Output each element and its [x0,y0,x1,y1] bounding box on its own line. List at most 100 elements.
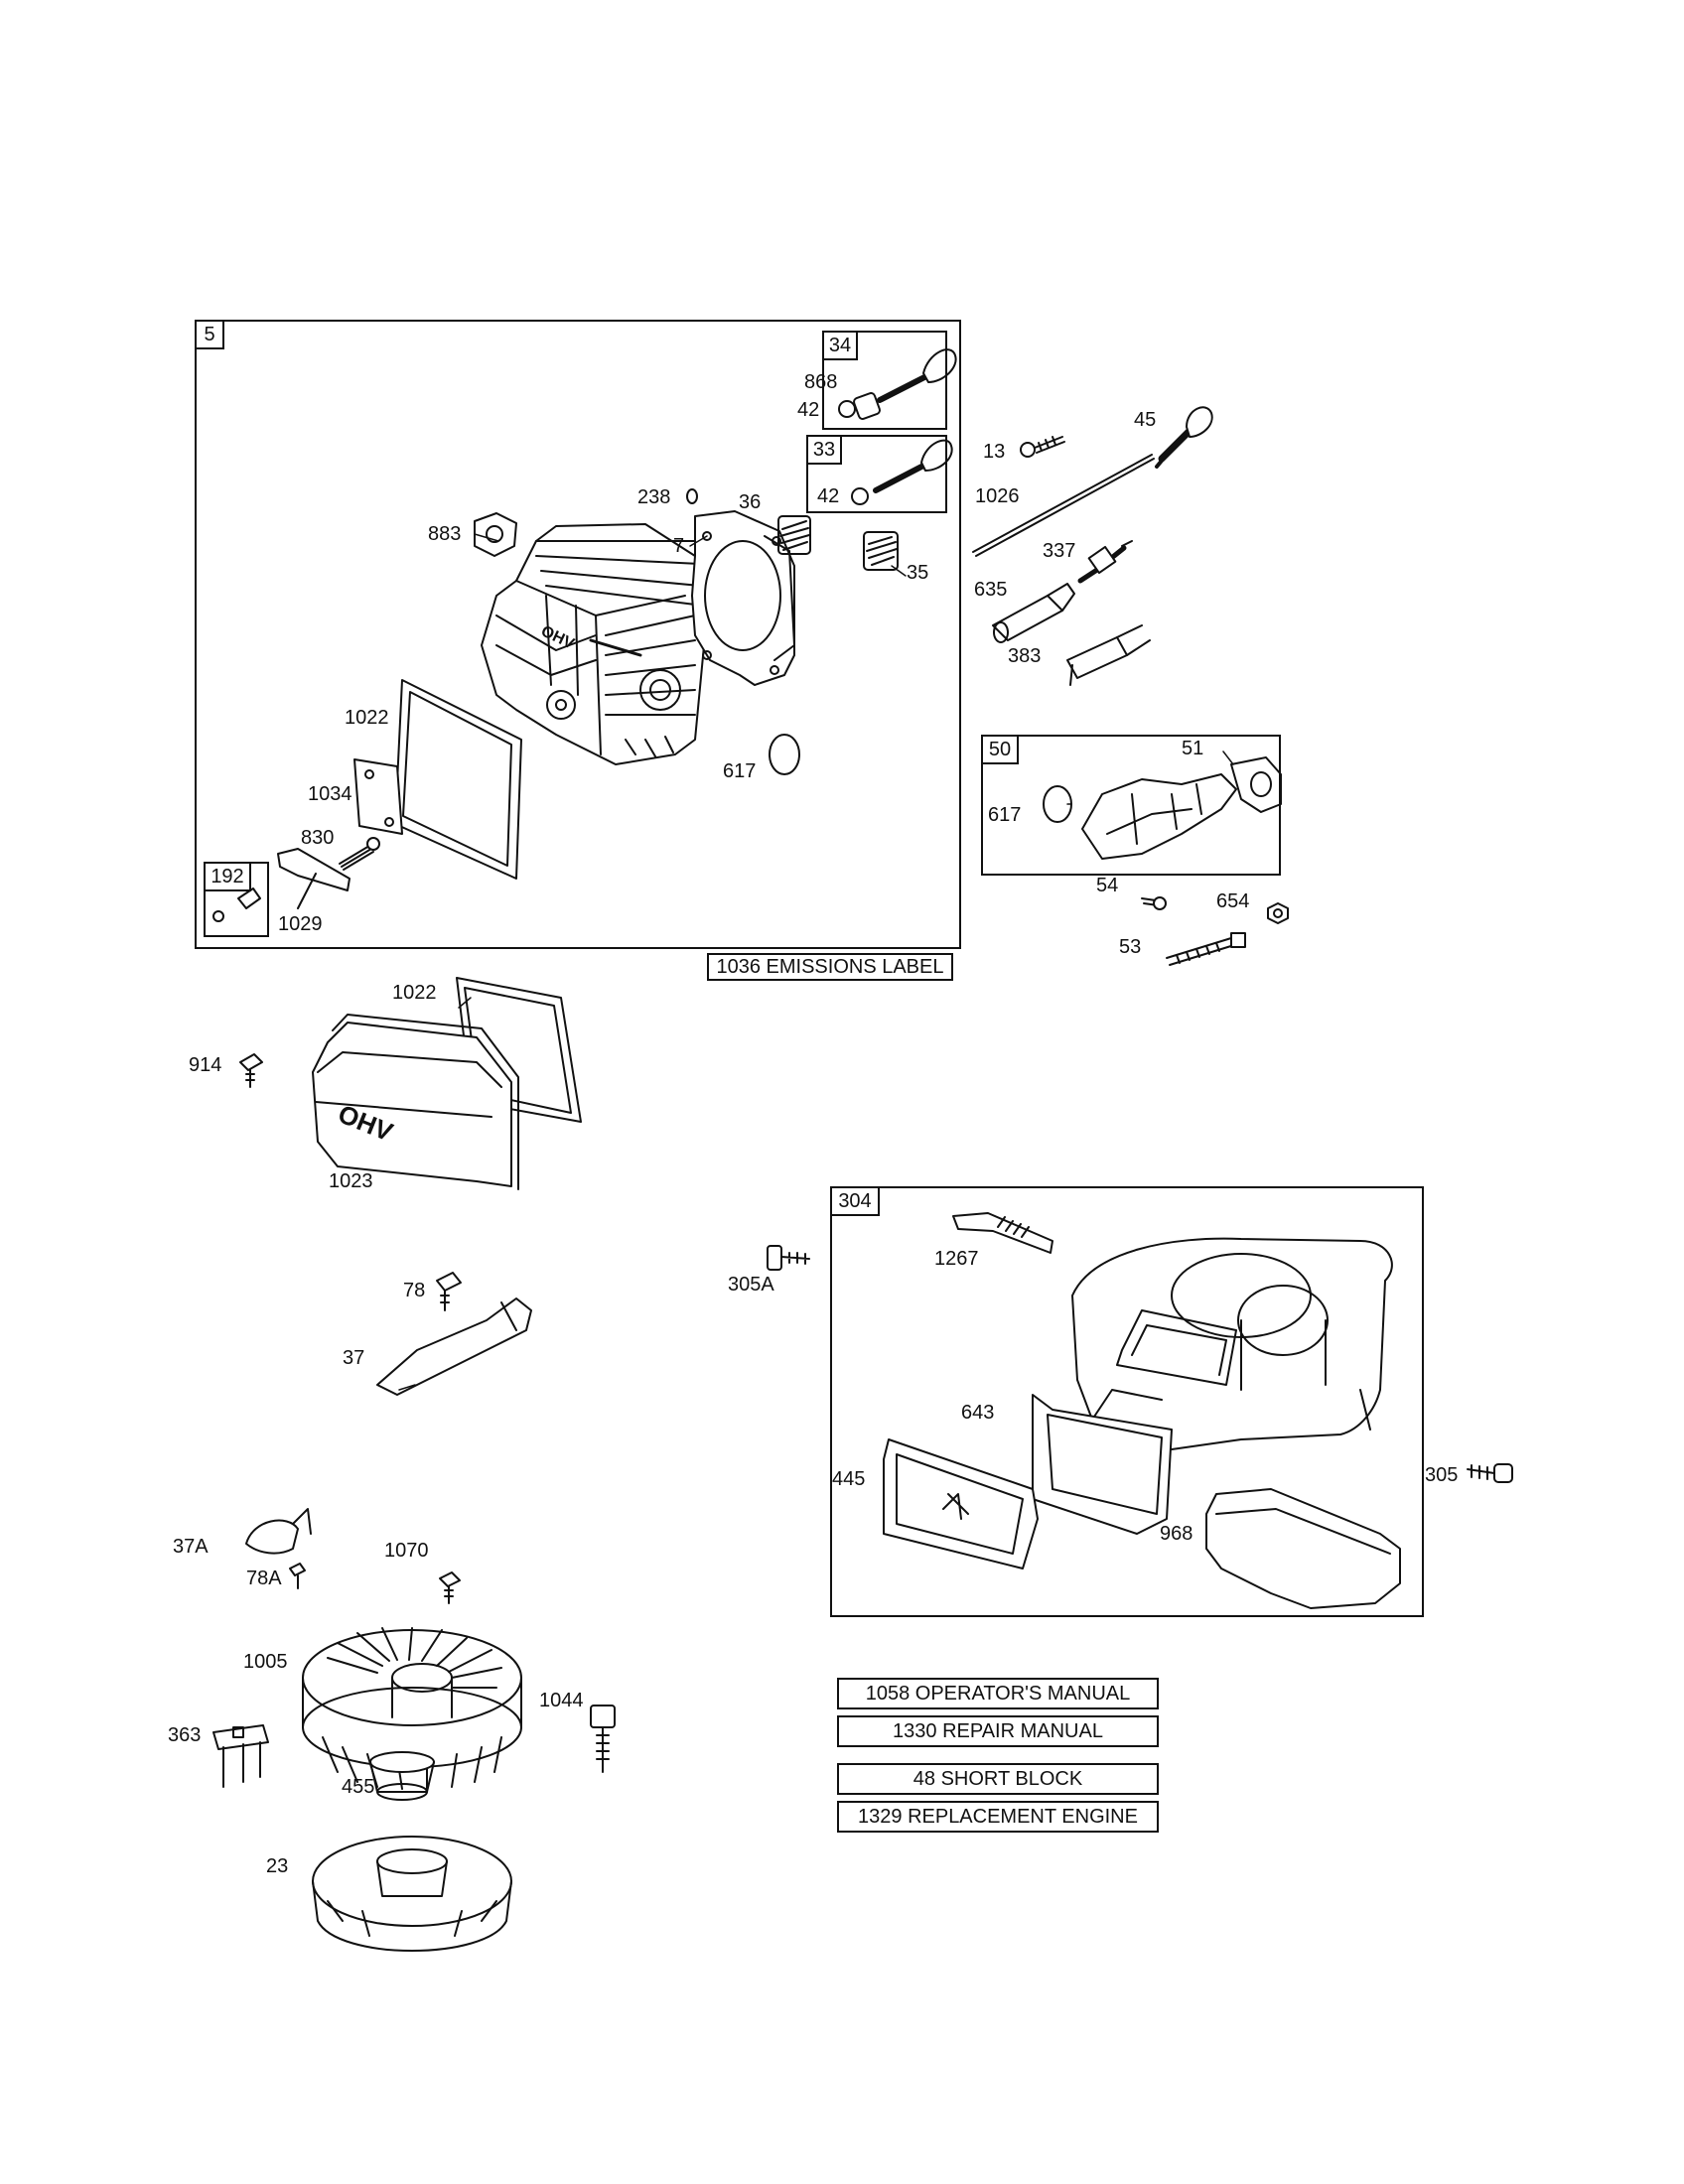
o-ring-617-icon [1044,786,1071,822]
label-54: 54 [1096,875,1119,896]
breather-plate-1034-icon [354,759,402,834]
stud-53-icon [1167,933,1245,965]
label-1022-a: 1022 [345,707,389,729]
label-968: 968 [1160,1523,1193,1545]
screw-54-icon [1142,897,1166,909]
group-34-frame [822,331,947,430]
leader-lines [298,534,1233,1390]
group-5-number: 5 [195,320,224,349]
group-50-number: 50 [981,735,1019,764]
fastener-192-icon [213,888,260,921]
screw-78-icon [437,1273,461,1310]
group-34-number: 34 [822,331,858,360]
screw-914-icon [240,1054,262,1087]
label-914: 914 [189,1054,222,1076]
group-192-number: 192 [204,862,251,891]
screw-1044-icon [591,1706,615,1772]
label-37A: 37A [173,1536,209,1558]
label-238: 238 [637,486,671,508]
label-1070: 1070 [384,1540,429,1562]
label-1267: 1267 [934,1248,979,1270]
label-78: 78 [403,1280,426,1301]
label-37: 37 [343,1347,365,1369]
label-654: 654 [1216,890,1250,912]
screw-830-icon [340,838,379,870]
intake-valve-45-icon [1157,407,1212,467]
label-1023: 1023 [329,1170,373,1192]
label-635: 635 [974,579,1008,601]
label-337: 337 [1043,540,1076,562]
label-1034: 1034 [308,783,352,805]
keeper-238-icon [687,489,697,503]
label-1044: 1044 [539,1690,584,1711]
group-50-frame [981,735,1281,876]
spring-1267-icon [953,1213,1052,1253]
gasket-883-icon [475,513,516,556]
label-1026: 1026 [975,485,1020,507]
label-445: 445 [832,1468,866,1490]
intake-valve-33-icon [852,441,952,504]
label-35: 35 [907,562,929,584]
sensor-383-icon [1067,625,1150,685]
group-304-number: 304 [830,1186,880,1216]
valve-spring-35-icon [864,532,898,570]
operators-manual-box: 1058 OPERATOR'S MANUAL [837,1678,1159,1709]
valve-cover-1023-icon [313,1015,518,1189]
short-block-box: 48 SHORT BLOCK [837,1763,1159,1795]
group-304-frame [830,1186,1424,1617]
label-1029: 1029 [278,913,323,935]
label-51: 51 [1182,738,1204,759]
label-363: 363 [168,1724,202,1746]
label-617-a: 617 [723,760,757,782]
blower-housing-icon [1072,1239,1392,1449]
valve-spring-36-icon [778,516,810,554]
breather-tube-635-icon [993,584,1074,642]
label-78A: 78A [246,1568,282,1589]
label-13: 13 [983,441,1006,463]
nut-654-icon [1268,903,1288,923]
repair-manual-box: 1330 REPAIR MANUAL [837,1715,1159,1747]
label-1022-b: 1022 [392,982,437,1004]
cylinder-head-icon [482,524,705,764]
label-383: 383 [1008,645,1042,667]
label-643: 643 [961,1402,995,1424]
screw-305-icon [1468,1464,1512,1482]
group-33-frame [806,435,947,513]
group-33-number: 33 [806,435,842,465]
label-455: 455 [342,1776,375,1798]
cover-968-icon [1206,1489,1400,1608]
label-830: 830 [301,827,335,849]
label-305A: 305A [728,1274,774,1296]
valve-seal-617-icon [770,735,799,774]
exhaust-valve-34-icon [839,349,956,420]
label-45: 45 [1134,409,1157,431]
intake-manifold-51-icon [1082,757,1281,859]
label-23: 23 [266,1855,289,1877]
screw-13-icon [1021,437,1064,457]
rotating-screen-23-icon [313,1837,511,1951]
screw-1070-icon [440,1572,460,1603]
label-42-b: 42 [817,485,840,507]
label-1005: 1005 [243,1651,288,1673]
label-7: 7 [673,535,685,557]
label-868: 868 [804,371,838,393]
label-36: 36 [739,491,762,513]
label-617-b: 617 [988,804,1022,826]
bracket-363-icon [213,1725,268,1787]
deflector-37-icon [377,1298,531,1395]
label-305: 305 [1425,1464,1459,1486]
replacement-engine-box: 1329 REPLACEMENT ENGINE [837,1801,1159,1833]
screw-305A-icon [768,1246,809,1270]
flywheel-1005-icon [303,1628,521,1789]
label-42-a: 42 [797,399,820,421]
label-883: 883 [428,523,462,545]
push-rod-1026-icon [973,455,1154,556]
group-5-frame [195,320,961,949]
spark-plug-337-icon [1080,541,1132,581]
bracket-37A-icon [246,1509,311,1554]
cup-455-icon [370,1752,434,1800]
label-53: 53 [1119,936,1142,958]
screen-445-icon [884,1439,1038,1569]
